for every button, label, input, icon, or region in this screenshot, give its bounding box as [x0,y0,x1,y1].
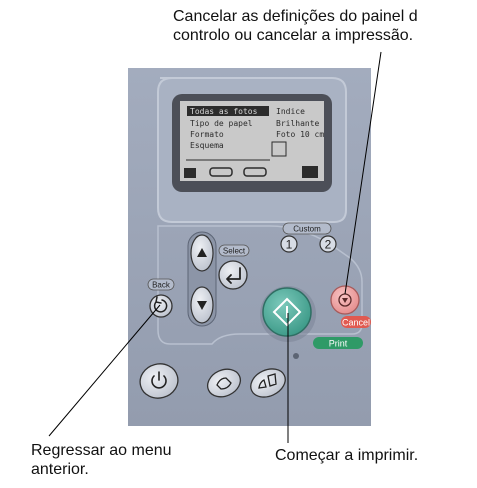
enter-arrow-icon [226,267,241,284]
nav-region-outline [157,225,363,345]
lcd-ink-icon [302,166,318,178]
cancel-triangle-icon [342,298,348,303]
custom-1-button[interactable]: 1 [280,235,298,253]
lcd-softkey-1 [209,167,233,177]
cancel-button[interactable] [330,285,360,315]
lcd-softkey-2 [243,167,267,177]
print-button[interactable] [262,287,312,337]
custom-2-button[interactable]: 2 [319,235,337,253]
down-button[interactable] [190,286,214,324]
custom-label: Custom [293,225,321,234]
back-arrow-icon [153,296,168,313]
up-arrow-icon [197,248,207,257]
down-arrow-icon [197,301,207,310]
up-button[interactable] [190,234,214,272]
lcd-value-2: Brilhante [276,119,320,128]
cancel-label-pill [341,316,371,328]
print-label: Print [329,339,348,349]
lcd-line-2: Tipo de papel [190,119,253,128]
lcd-preview-box [271,141,287,157]
back-callout-text: Regressar ao menu anterior. [31,442,172,478]
ink-replace-icon [258,373,277,389]
select-label: Select [223,247,246,256]
lcd-line-1: Todas as fotos [190,107,258,116]
back-label-pill [147,278,175,291]
back-button[interactable] [149,294,173,318]
print-callout-text: Começar a imprimir. [275,447,419,464]
ink-drop-icon [216,377,232,390]
cancel-callout-text: Cancelar as definições do painel d contr… [173,8,418,44]
custom-label-pill [282,222,332,235]
start-diamond-icon [272,297,302,327]
custom-1-label: 1 [286,238,293,252]
select-button[interactable] [218,260,248,290]
select-label-pill [218,244,250,257]
ink-replace-button[interactable] [246,364,290,403]
lcd-value-3: Foto 10 cm [276,130,324,139]
print-label-pill [313,337,363,349]
lcd-line-4: Esquema [190,141,224,150]
lcd-photo-icon [184,168,196,178]
power-button[interactable] [136,360,182,403]
cancel-label: Cancel [342,318,370,328]
lcd-highlight-row [187,106,269,116]
lcd-value-1: Indice [276,107,305,116]
status-led [293,353,299,359]
custom-2-label: 2 [325,238,332,252]
lcd-line-3: Formato [190,130,224,139]
back-callout-line [48,304,161,437]
cancel-callout-line [344,51,382,295]
power-icon [151,375,167,389]
back-label: Back [152,281,171,290]
ink-check-button[interactable] [203,364,245,402]
